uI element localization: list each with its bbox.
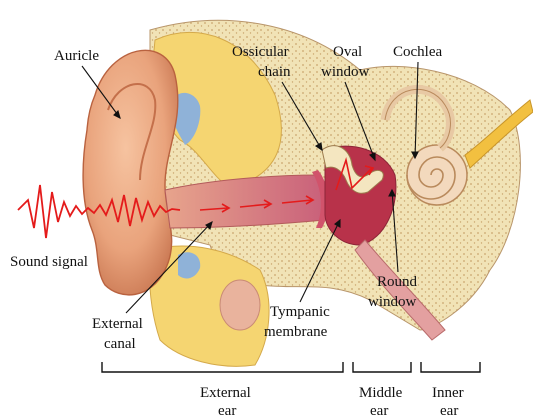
- section-middle-ear-2: ear: [370, 403, 388, 417]
- section-external-ear-1: External: [200, 385, 251, 401]
- label-external-canal-1: External: [92, 316, 143, 332]
- label-ossicular-chain-2: chain: [258, 64, 291, 80]
- bracket-middle-ear: [353, 362, 411, 372]
- section-middle-ear-1: Middle: [359, 385, 403, 401]
- label-oval-window-2: window: [321, 64, 370, 80]
- parotid-tissue: [220, 280, 260, 330]
- label-auricle: Auricle: [54, 48, 99, 64]
- label-sound-signal: Sound signal: [10, 254, 88, 270]
- label-cochlea: Cochlea: [393, 44, 442, 60]
- label-round-window-2: window: [368, 294, 417, 310]
- label-oval-window-1: Oval: [333, 44, 362, 60]
- label-tympanic-membrane-1: Tympanic: [270, 304, 330, 320]
- label-ossicular-chain-1: Ossicular: [232, 44, 289, 60]
- bracket-inner-ear: [421, 362, 480, 372]
- label-round-window-1: Round: [377, 274, 418, 290]
- section-external-ear-2: ear: [218, 403, 236, 417]
- label-external-canal-2: canal: [104, 336, 136, 352]
- section-inner-ear-2: ear: [440, 403, 458, 417]
- section-brackets: [102, 362, 480, 372]
- label-tympanic-membrane-2: membrane: [264, 324, 328, 340]
- section-inner-ear-1: Inner: [432, 385, 464, 401]
